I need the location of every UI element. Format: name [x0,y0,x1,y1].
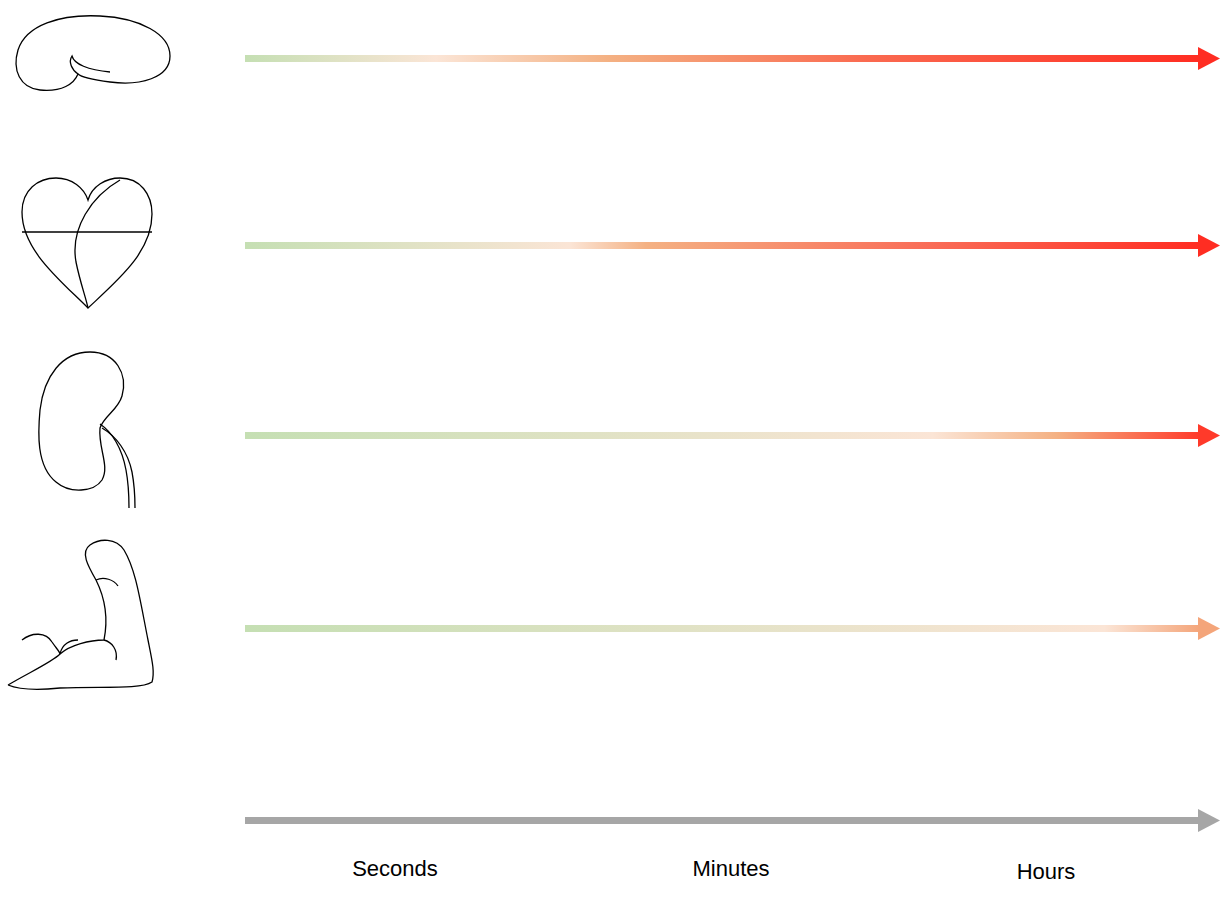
kidney-icon [39,352,135,508]
timeline-arrows [245,47,1220,832]
brain-icon [16,16,170,91]
time-scale-label: Hours [1017,859,1076,885]
arm-icon [8,540,153,689]
time-scale-label: Seconds [352,856,438,882]
time-scale-label: Minutes [692,856,769,882]
heart-icon [22,178,152,308]
